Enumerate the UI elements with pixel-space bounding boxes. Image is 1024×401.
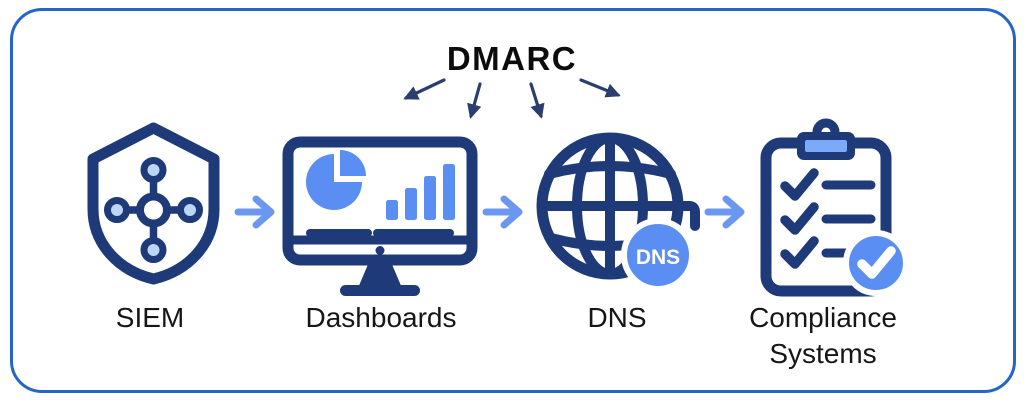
label-siem: SIEM	[115, 302, 185, 333]
dns-badge	[621, 218, 695, 292]
label-dashboards: Dashboards	[305, 302, 457, 333]
checkmark-icon	[857, 246, 896, 279]
monitor-analytics-icon	[282, 136, 478, 296]
right-arrow-icon	[234, 195, 275, 229]
label-dns: DNS	[587, 302, 647, 333]
diagram-title: DMARC	[446, 40, 578, 77]
diagram-border	[10, 8, 1016, 393]
shield-network-icon	[87, 122, 220, 285]
globe-icon: DNS	[536, 132, 700, 292]
clipboard-checklist-icon	[760, 118, 909, 297]
right-arrow-icon	[482, 195, 523, 229]
title-radiating-arrows-icon	[403, 78, 621, 119]
dns-badge-label: DNS	[636, 246, 680, 269]
right-arrow-icon	[704, 195, 745, 229]
label-compliance-systems: Compliance Systems	[749, 302, 897, 369]
